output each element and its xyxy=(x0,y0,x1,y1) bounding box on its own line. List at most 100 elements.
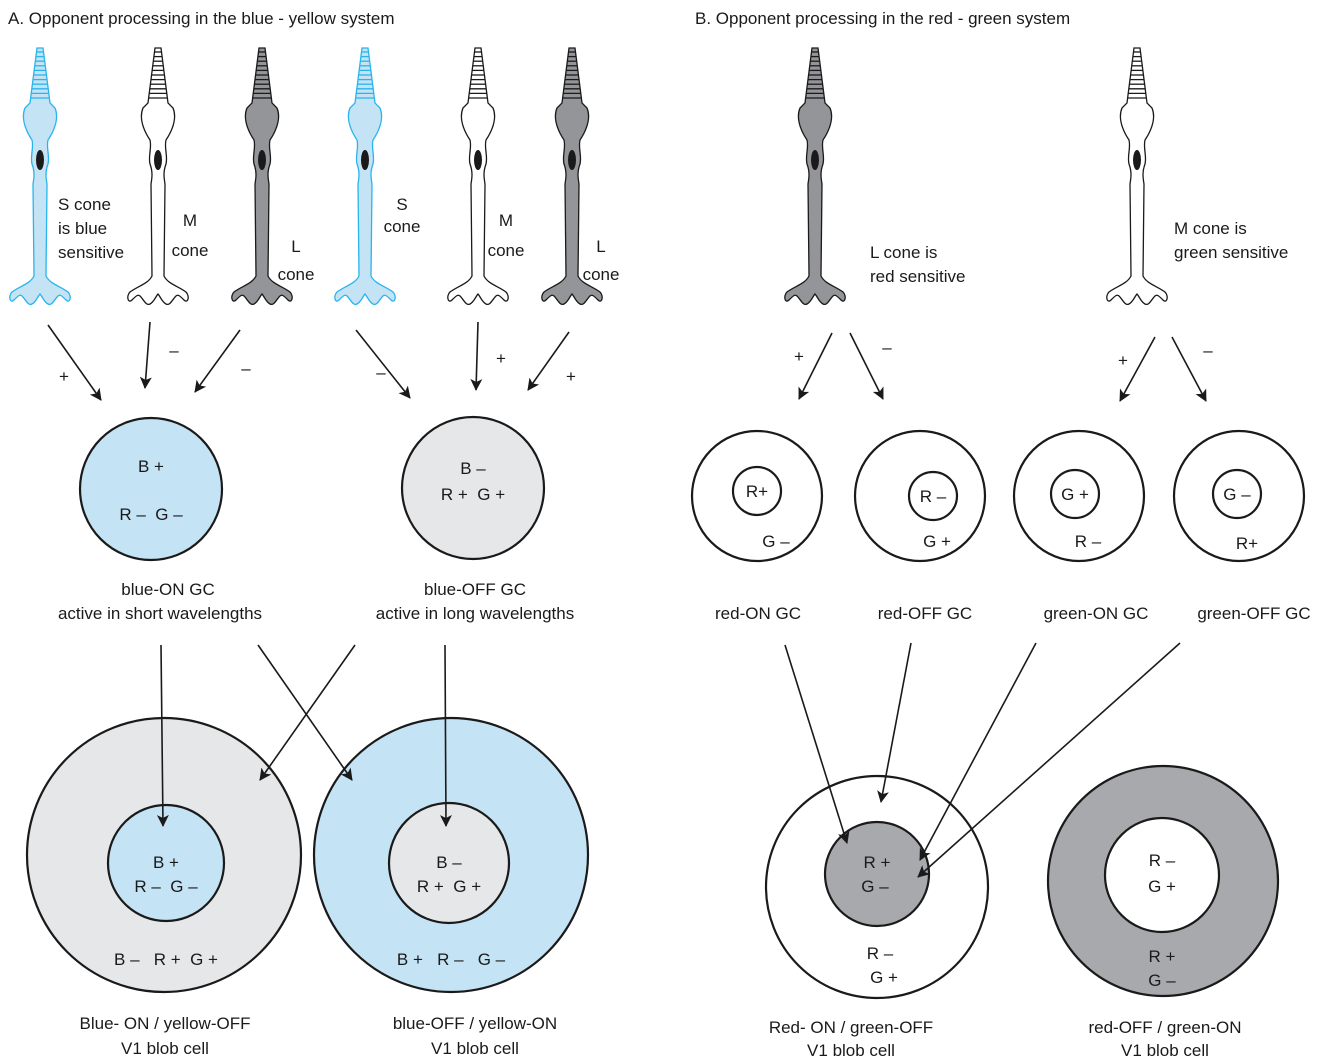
gc-sign: R + G + xyxy=(441,485,505,504)
v1-center xyxy=(387,801,511,925)
gc-sign: B + xyxy=(138,457,164,476)
sign-label: + xyxy=(566,367,576,386)
v1-center xyxy=(1103,816,1221,934)
v1-type: V1 blob cell xyxy=(807,1041,895,1060)
cone-label: green sensitive xyxy=(1174,243,1288,262)
gc-name: red-ON GC xyxy=(715,604,801,623)
v1-sign: B + R – G – xyxy=(397,950,506,969)
panel-a: A. Opponent processing in the blue - yel… xyxy=(8,9,619,1058)
sign-label: – xyxy=(376,363,386,382)
arrow xyxy=(1171,336,1207,402)
arrow xyxy=(1119,336,1156,402)
v1-sign: R + G + xyxy=(417,877,481,896)
v1-sign: R – G – xyxy=(134,877,198,896)
cone-label: M xyxy=(499,211,513,230)
v1-sign: G – xyxy=(861,877,889,896)
sign-label: + xyxy=(794,347,804,366)
sign-label: + xyxy=(59,367,69,386)
cone-shape xyxy=(1106,47,1168,306)
cone-m-green: M cone is green sensitive xyxy=(1106,47,1288,306)
gc-red-off: R – G + red-OFF GC xyxy=(853,429,987,623)
v1-sign: G + xyxy=(1148,877,1176,896)
sign-label: – xyxy=(1203,341,1213,360)
cone-l-red: L cone is red sensitive xyxy=(784,47,965,306)
gc-sign: G + xyxy=(923,532,951,551)
gc-name: green-OFF GC xyxy=(1197,604,1310,623)
arrow xyxy=(355,329,411,399)
sign-label: + xyxy=(1118,351,1128,370)
cone-shape xyxy=(541,47,603,306)
gc-sign: R – xyxy=(920,487,947,506)
v1-sign: B – xyxy=(436,853,462,872)
v1-blue-off-yellow-on: B – R + G + B + R – G – blue-OFF / yello… xyxy=(312,716,590,1058)
gc-center xyxy=(1211,468,1263,520)
gc-desc: active in long wavelengths xyxy=(376,604,574,623)
arrow xyxy=(919,642,1037,861)
arrow xyxy=(470,321,483,391)
arrow xyxy=(439,644,452,827)
arrow xyxy=(849,332,884,400)
gc-to-v1-arrows xyxy=(156,644,452,827)
cone-to-gc-arrows-b xyxy=(798,332,1207,402)
gc-sign: G – xyxy=(1223,485,1251,504)
cone-label: L xyxy=(596,237,605,256)
cone-m-1: M cone xyxy=(127,47,209,306)
arrow xyxy=(194,329,241,393)
cone-label: cone xyxy=(488,241,525,260)
arrow xyxy=(259,644,356,781)
v1-sign: R + xyxy=(1149,947,1176,966)
v1-sign: B + xyxy=(153,853,179,872)
v1-type: V1 blob cell xyxy=(121,1039,209,1058)
cone-label: cone xyxy=(172,241,209,260)
arrow xyxy=(257,644,353,781)
gc-sign: B – xyxy=(460,459,486,478)
arrow xyxy=(917,642,1181,878)
v1-sign: R – xyxy=(867,944,894,963)
v1-type: V1 blob cell xyxy=(1121,1041,1209,1060)
gc-sign: R+ xyxy=(1236,534,1258,553)
sign-label: + xyxy=(496,349,506,368)
arrow xyxy=(156,644,169,827)
v1-name: blue-OFF / yellow-ON xyxy=(393,1014,557,1033)
cone-label: S cone xyxy=(58,195,111,214)
cone-l-1: L cone xyxy=(231,47,315,306)
arrow xyxy=(798,332,833,400)
cone-label: M cone is xyxy=(1174,219,1247,238)
v1-center xyxy=(823,820,931,928)
gc-to-v1-arrows-b xyxy=(784,642,1181,878)
cone-m-2: M cone xyxy=(447,47,525,306)
v1-sign: R – xyxy=(1149,851,1176,870)
gc-green-on: G + R – green-ON GC xyxy=(1012,429,1148,623)
cone-s-2: S cone xyxy=(334,47,420,306)
v1-name: red-OFF / green-ON xyxy=(1088,1018,1241,1037)
gc-sign: R – xyxy=(1075,532,1102,551)
v1-sign: B – R + G + xyxy=(114,950,218,969)
cone-shape xyxy=(334,47,396,306)
cone-label: M xyxy=(183,211,197,230)
cone-label: cone xyxy=(583,265,620,284)
gc-green-off: G – R+ green-OFF GC xyxy=(1172,429,1311,623)
v1-red-on-green-off: R + G – R – G + Red- ON / green-OFF V1 b… xyxy=(764,774,990,1060)
cone-shape xyxy=(784,47,846,306)
v1-sign: R + xyxy=(864,853,891,872)
gc-circle xyxy=(78,416,224,562)
panel-b-title: B. Opponent processing in the red - gree… xyxy=(695,9,1070,28)
cone-to-gc-arrows xyxy=(47,321,570,401)
gc-center xyxy=(1049,468,1101,520)
gc-name: blue-ON GC xyxy=(121,580,215,599)
arrow xyxy=(139,321,152,389)
cone-label: cone xyxy=(278,265,315,284)
v1-red-off-green-on: R – G + R + G – red-OFF / green-ON V1 bl… xyxy=(1046,764,1280,1060)
gc-sign: R – G – xyxy=(119,505,183,524)
v1-center xyxy=(106,803,226,923)
sign-label: – xyxy=(241,359,251,378)
gc-sign: R+ xyxy=(746,482,768,501)
gc-center xyxy=(731,465,783,517)
cone-label: red sensitive xyxy=(870,267,965,286)
arrow xyxy=(527,331,570,391)
cone-shape xyxy=(447,47,509,306)
gc-circle xyxy=(400,415,546,561)
cone-shape xyxy=(127,47,189,306)
arrow xyxy=(47,324,102,401)
